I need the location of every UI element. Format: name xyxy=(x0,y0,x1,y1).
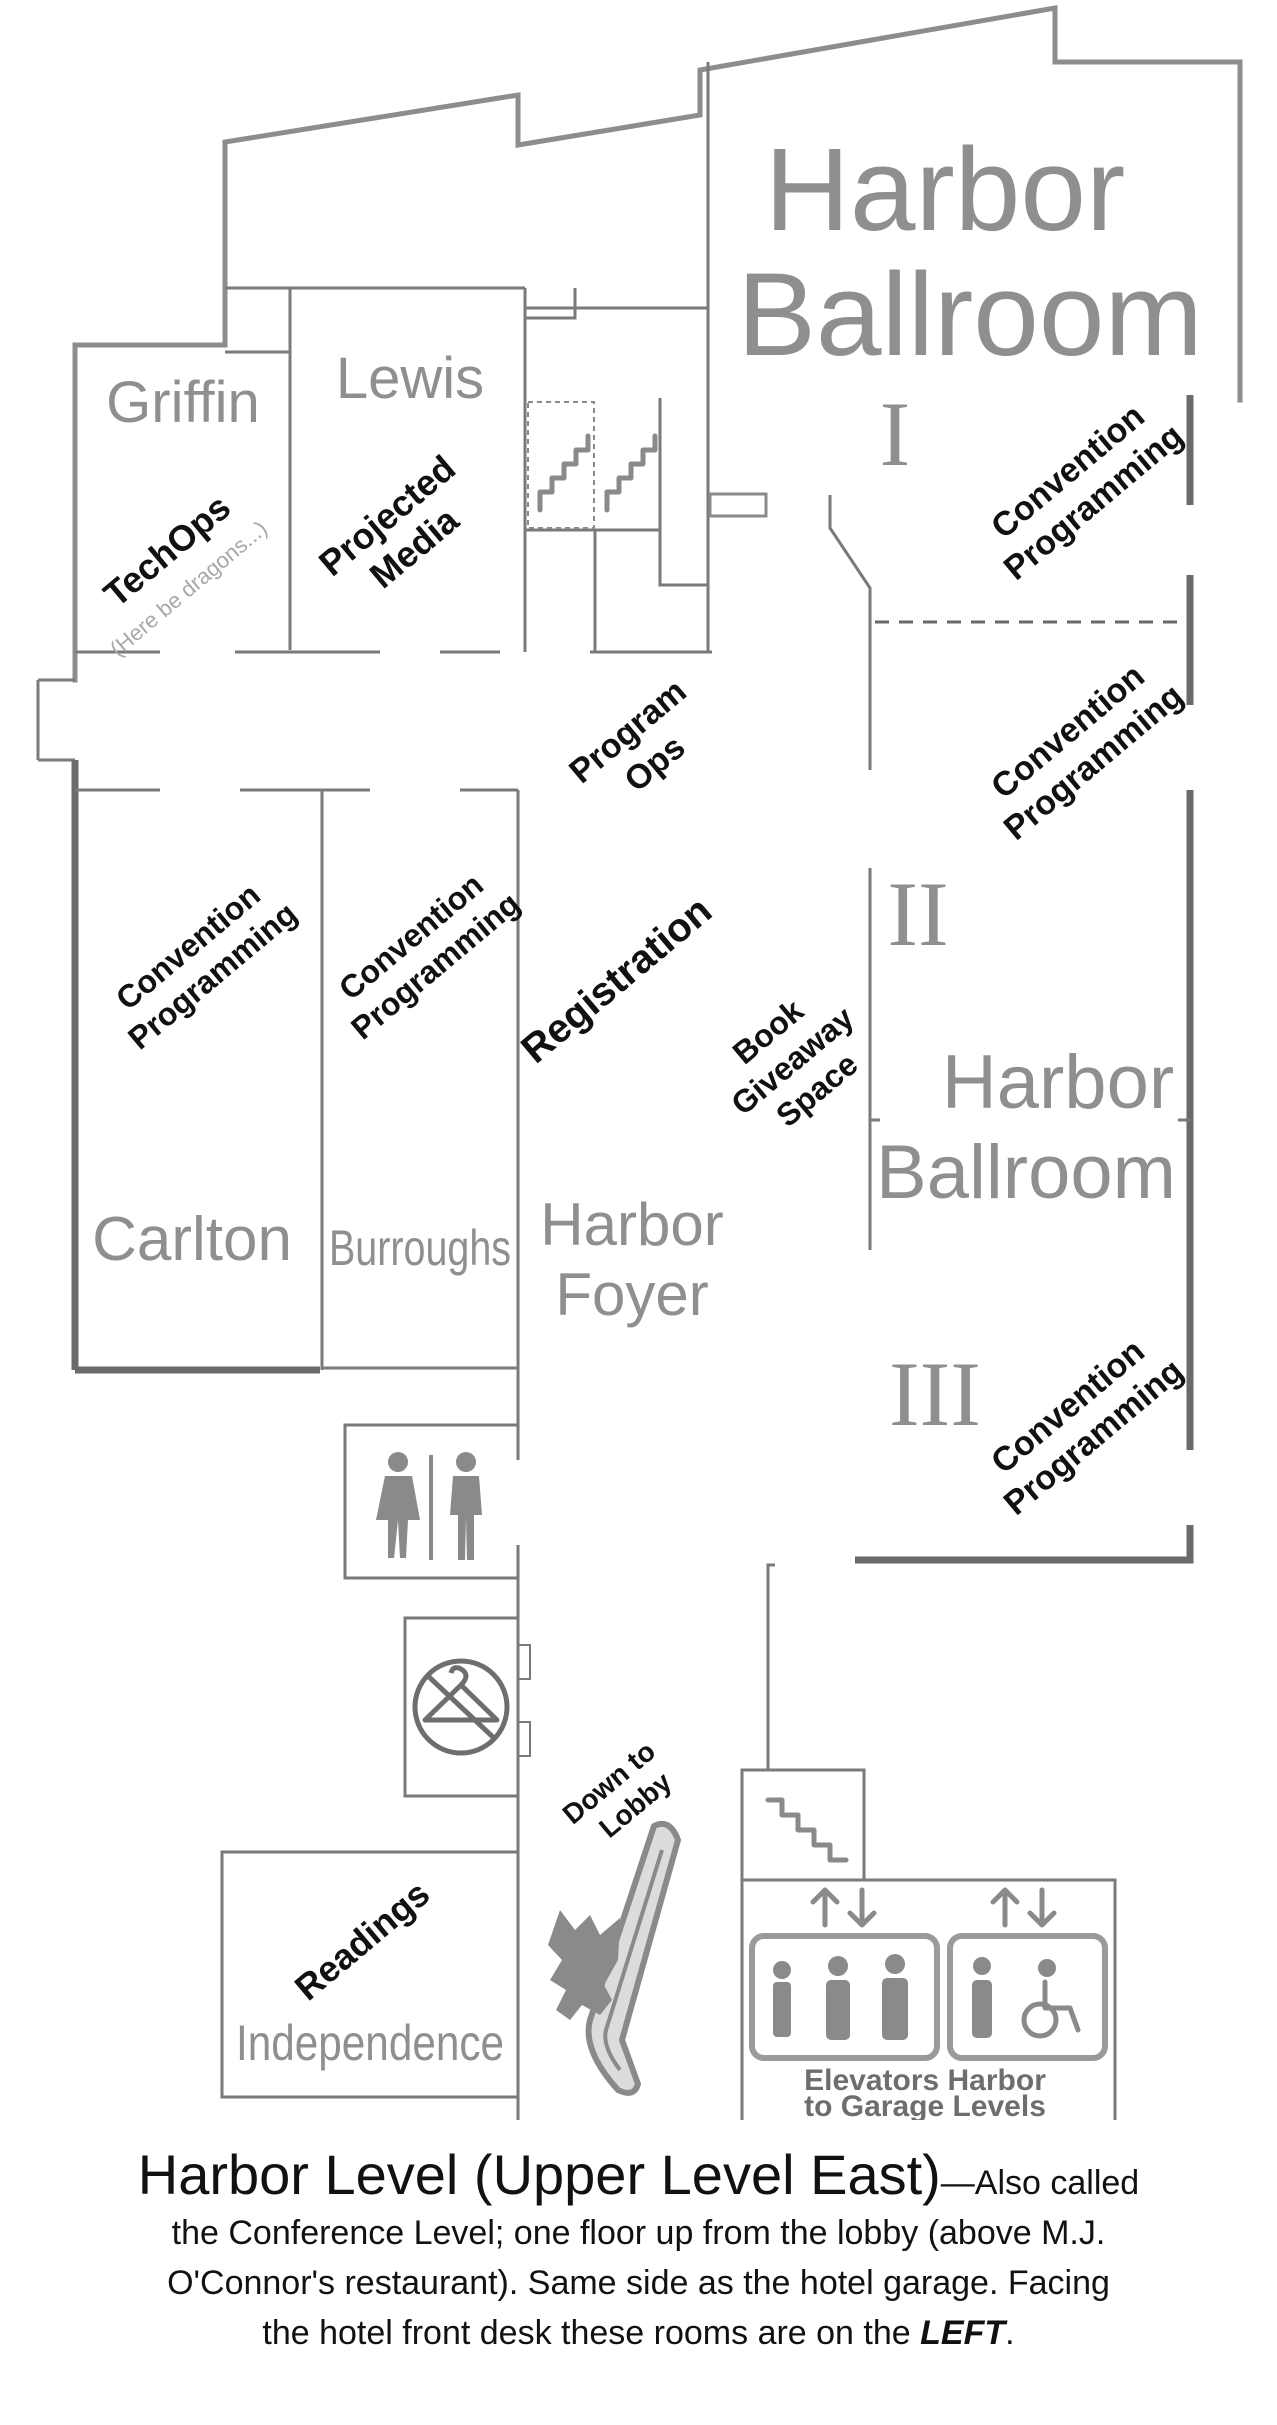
elevators-label: to Garage Levels xyxy=(804,2090,1046,2120)
room-harbor-foyer: Harbor xyxy=(540,1191,723,1258)
caption-line-4-post: . xyxy=(1005,2314,1015,2352)
label-techops: TechOps (Here be dragons...) xyxy=(96,486,272,661)
harbor-ballroom-title: Ballroom xyxy=(737,249,1203,381)
room-griffin: Griffin xyxy=(106,370,260,435)
room-carlton: Carlton xyxy=(92,1205,292,1274)
label-book-giveaway: Book Giveaway Space xyxy=(724,992,864,1134)
label-convention-programming-iii: Convention Programming xyxy=(984,1332,1190,1523)
room-independence: Independence xyxy=(236,2015,504,2071)
registration-label: Registration xyxy=(513,888,720,1072)
no-coat-check-icon xyxy=(412,1658,510,1756)
caption-emphasis: LEFT xyxy=(920,2314,1006,2352)
room-harbor-ballroom-ii: Harbor xyxy=(942,1040,1174,1125)
label-readings: Readings xyxy=(287,1873,437,2009)
label-convention-programming-burroughs: Convention Programming xyxy=(332,866,527,1046)
label-program-ops: Program Ops xyxy=(562,672,694,799)
caption-line-1: Harbor Level (Upper Level East)—Also cal… xyxy=(60,2145,1217,2208)
label-convention-programming-i: Convention Programming xyxy=(984,397,1190,588)
section-label-ii: II xyxy=(887,863,948,965)
label-convention-programming-carlton: Convention Programming xyxy=(109,876,304,1056)
harbor-ballroom-title: Harbor xyxy=(765,124,1126,256)
map-caption: Harbor Level (Upper Level East)—Also cal… xyxy=(60,2145,1217,2358)
label-convention-programming-ii: Convention Programming xyxy=(984,657,1190,848)
elevator-icon xyxy=(749,1887,1108,2061)
label-registration: Registration xyxy=(513,888,720,1072)
wheelchair-icon xyxy=(1021,1959,1081,2039)
room-harbor-ballroom-ii: Ballroom xyxy=(876,1130,1176,1215)
readings-label: Readings xyxy=(287,1873,437,2009)
floor-map: Harbor Ballroom I Griffin Lewis II Harbo… xyxy=(36,5,1243,2120)
room-harbor-foyer: Foyer xyxy=(555,1261,708,1328)
room-burroughs: Burroughs xyxy=(329,1220,511,1276)
caption-line-4-pre: the hotel front desk these rooms are on … xyxy=(262,2314,911,2352)
stairs-icon xyxy=(765,1797,849,1863)
caption-title: Harbor Level (Upper Level East) xyxy=(137,2143,941,2206)
dragon-icon xyxy=(548,1910,620,2020)
stairs-icon xyxy=(537,433,658,513)
restroom-icon xyxy=(376,1452,482,1560)
caption-title-tail: —Also called xyxy=(940,2164,1140,2202)
walls xyxy=(36,5,1243,2120)
caption-line-2: the Conference Level; one floor up from … xyxy=(171,2214,1106,2252)
escalator-icon xyxy=(585,1820,681,2096)
caption-line-3: O'Connor's restaurant). Same side as the… xyxy=(167,2264,1110,2302)
elevators-label: Elevators Harbor xyxy=(804,2064,1046,2097)
section-label-iii: III xyxy=(889,1343,981,1445)
caption-line-4: the hotel front desk these rooms are on … xyxy=(60,2308,1217,2358)
label-projected-media: Projected Media xyxy=(311,447,467,596)
room-lewis: Lewis xyxy=(336,346,484,411)
section-label-i: I xyxy=(880,383,911,485)
